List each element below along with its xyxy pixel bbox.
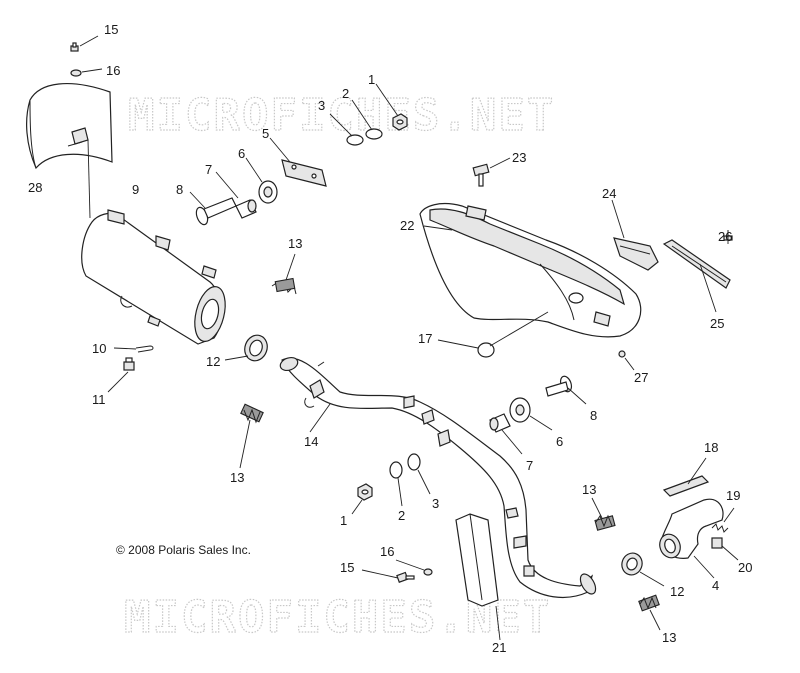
plug-17 bbox=[477, 342, 495, 358]
bolt-8-lower bbox=[545, 375, 573, 397]
copyright-notice: © 2008 Polaris Sales Inc. bbox=[116, 543, 251, 557]
callout-12: 12 bbox=[670, 584, 684, 599]
clip-10 bbox=[135, 345, 154, 353]
heat-shield-sleeve-28 bbox=[26, 82, 113, 170]
spring-19 bbox=[711, 523, 729, 533]
callout-3: 3 bbox=[432, 496, 439, 511]
callout-21: 21 bbox=[492, 640, 506, 655]
callout-18: 18 bbox=[704, 440, 718, 455]
callout-2: 2 bbox=[342, 86, 349, 101]
callout-20: 20 bbox=[738, 560, 752, 575]
bracket-24 bbox=[613, 237, 659, 271]
callout-15: 15 bbox=[340, 560, 354, 575]
callout-27: 27 bbox=[634, 370, 648, 385]
callout-17: 17 bbox=[418, 331, 432, 346]
bolt-15-top bbox=[70, 42, 79, 52]
washer-3-lower bbox=[407, 453, 421, 471]
callout-7: 7 bbox=[205, 162, 212, 177]
callout-16: 16 bbox=[106, 63, 120, 78]
callout-7: 7 bbox=[526, 458, 533, 473]
grommet-6-lower bbox=[509, 397, 531, 423]
callout-25: 25 bbox=[710, 316, 724, 331]
callout-22: 22 bbox=[400, 218, 414, 233]
callout-19: 19 bbox=[726, 488, 740, 503]
washer-2-lower bbox=[389, 461, 403, 479]
callout-13: 13 bbox=[230, 470, 244, 485]
fastener-11 bbox=[123, 357, 135, 371]
washer-27 bbox=[618, 350, 626, 358]
spacer-7-lower bbox=[489, 413, 511, 433]
callout-15: 15 bbox=[104, 22, 118, 37]
sleeve-20 bbox=[711, 537, 723, 549]
muffler-9 bbox=[81, 209, 226, 345]
callout-2: 2 bbox=[398, 508, 405, 523]
nut-1-upper bbox=[392, 113, 408, 131]
callout-23: 23 bbox=[512, 150, 526, 165]
watermark-top: MICROFICHES.NET bbox=[128, 90, 555, 141]
callout-26: 26 bbox=[718, 229, 732, 244]
spring-13-bottom bbox=[638, 594, 660, 612]
nut-1-lower bbox=[357, 483, 373, 501]
head-pipe-14 bbox=[279, 356, 597, 599]
washer-3-upper bbox=[346, 134, 364, 146]
callout-13: 13 bbox=[582, 482, 596, 497]
callout-8: 8 bbox=[176, 182, 183, 197]
elbow-pipe-4 bbox=[659, 498, 724, 559]
callout-4: 4 bbox=[712, 578, 719, 593]
callout-14: 14 bbox=[304, 434, 318, 449]
bracket-5 bbox=[281, 159, 327, 187]
callout-1: 1 bbox=[340, 513, 347, 528]
callout-5: 5 bbox=[262, 126, 269, 141]
spring-13-right bbox=[594, 514, 616, 531]
spring-13-upper bbox=[271, 277, 297, 295]
callout-8: 8 bbox=[590, 408, 597, 423]
guard-21 bbox=[455, 513, 499, 607]
spacer-7-upper bbox=[235, 199, 257, 219]
bolt-23 bbox=[472, 163, 490, 187]
callout-3: 3 bbox=[318, 98, 325, 113]
callout-9: 9 bbox=[132, 182, 139, 197]
callout-6: 6 bbox=[556, 434, 563, 449]
callout-24: 24 bbox=[602, 186, 616, 201]
gasket-12-lower bbox=[621, 552, 643, 576]
callout-12: 12 bbox=[206, 354, 220, 369]
bolt-8-upper bbox=[195, 197, 237, 226]
heat-shield-22 bbox=[419, 202, 642, 338]
callout-10: 10 bbox=[92, 341, 106, 356]
callout-11: 11 bbox=[92, 392, 106, 407]
callout-1: 1 bbox=[368, 72, 375, 87]
callout-13: 13 bbox=[288, 236, 302, 251]
bolt-15-lower bbox=[396, 571, 415, 583]
gasket-18 bbox=[662, 475, 710, 497]
callout-28: 28 bbox=[28, 180, 42, 195]
grommet-6-upper bbox=[258, 180, 278, 204]
washer-16-lower bbox=[423, 568, 433, 576]
washer-16-top bbox=[70, 69, 82, 77]
callout-6: 6 bbox=[238, 146, 245, 161]
washer-2-upper bbox=[365, 128, 383, 140]
callout-13: 13 bbox=[662, 630, 676, 645]
gasket-12-upper bbox=[244, 334, 268, 362]
spring-13-lower-left bbox=[240, 403, 264, 424]
callout-16: 16 bbox=[380, 544, 394, 559]
strap-25 bbox=[662, 239, 731, 289]
